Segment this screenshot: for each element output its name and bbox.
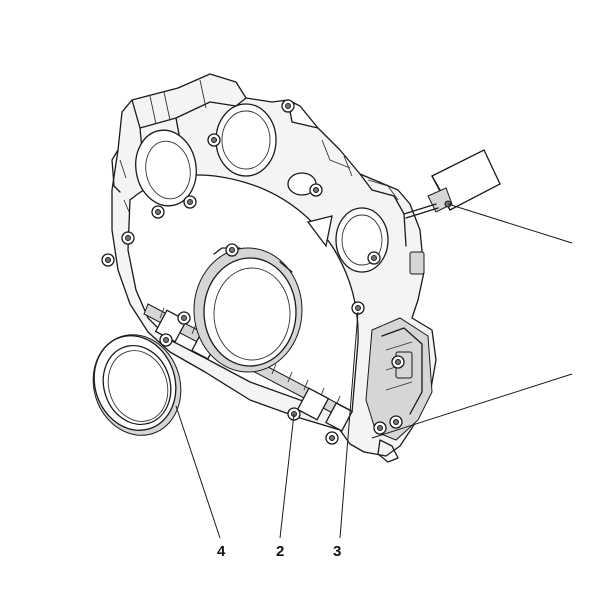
callout-3: 3 xyxy=(333,543,341,560)
leader-line-2 xyxy=(279,413,295,539)
callout-labels: 4 2 3 xyxy=(217,543,341,560)
leader-line-bracket xyxy=(371,373,573,439)
bolt xyxy=(281,99,295,113)
leader-lines xyxy=(175,203,573,539)
bolt xyxy=(373,421,387,435)
bolt xyxy=(367,251,381,265)
bolt xyxy=(207,133,221,147)
leader-line-4 xyxy=(175,405,221,539)
housing-bores xyxy=(135,103,389,273)
mounting-bolts xyxy=(101,99,405,445)
sensor-component xyxy=(403,149,501,219)
bolt xyxy=(325,431,339,445)
leader-line-sensor xyxy=(447,203,573,244)
bolt xyxy=(159,333,173,347)
bolt xyxy=(121,231,135,245)
bolt xyxy=(183,195,197,209)
bolt xyxy=(177,311,191,325)
bolt xyxy=(389,415,403,429)
bolt xyxy=(225,243,239,257)
bolt xyxy=(151,205,165,219)
bolt xyxy=(309,183,323,197)
callout-4: 4 xyxy=(217,543,226,560)
bolt xyxy=(101,253,115,267)
bolt xyxy=(391,355,405,369)
crankshaft-bore xyxy=(193,247,303,373)
seal-ring xyxy=(92,334,182,436)
callout-2: 2 xyxy=(276,543,284,560)
bolt xyxy=(351,301,365,315)
leader-line-3 xyxy=(339,311,359,539)
